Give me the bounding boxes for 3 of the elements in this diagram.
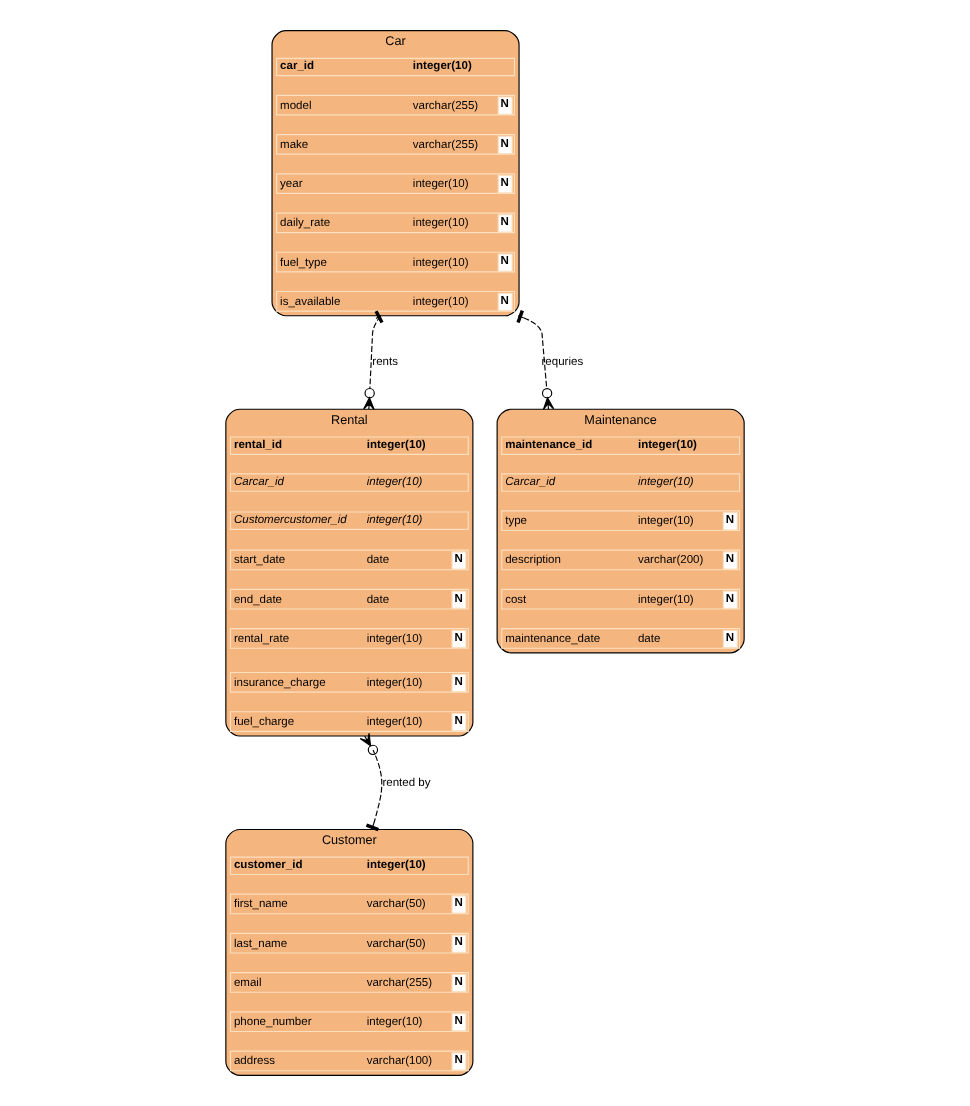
connector (359, 732, 383, 832)
connector (516, 310, 555, 411)
connector (363, 310, 384, 411)
